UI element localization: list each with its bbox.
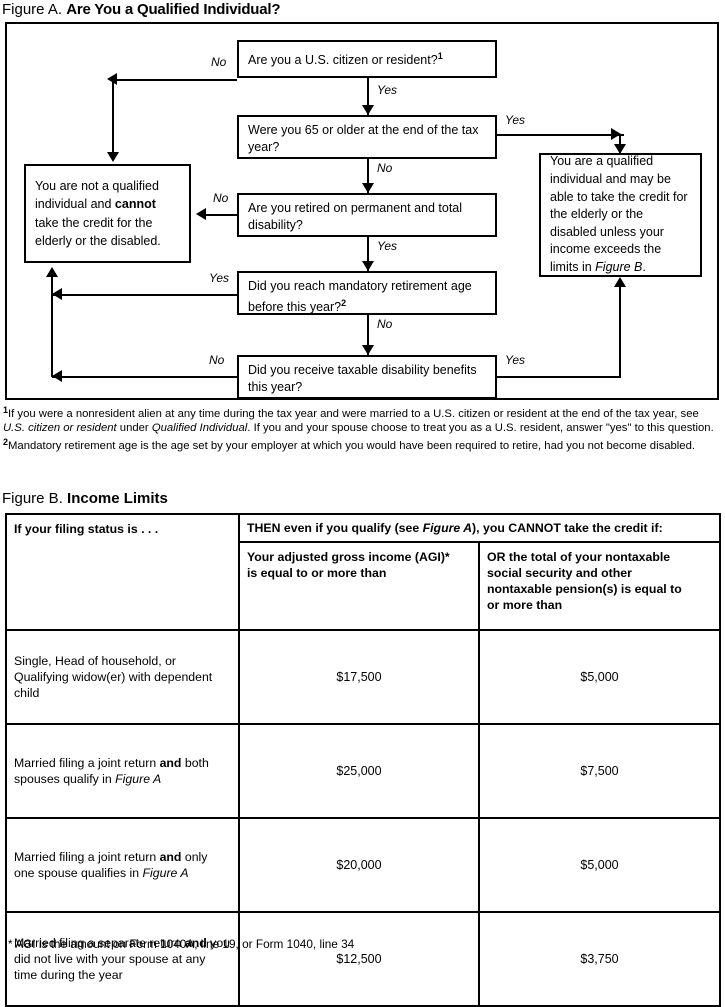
edge-label-retired-no: No [211,191,231,205]
arrowhead-benefits-yes-up [614,277,626,287]
flow-box-citizen-text: Are you a U.S. citizen or resident?1 [248,51,443,68]
table-cell-nontaxable-limit: $3,750 [477,911,722,1007]
connector-mandatory-no-vertical [367,313,369,367]
connector-benefits-no-horizontal [52,376,237,378]
arrowhead-age65-no-down [362,183,374,193]
table-header-row-columns: Your adjusted gross income (AGI)* is equ… [6,541,722,631]
flow-box-age-65-text: Were you 65 or older at the end of the t… [248,123,479,154]
flow-box-qualified-result[interactable]: You are a qualified individual and may b… [539,153,702,277]
footnote-1-marker: 1 [3,405,9,415]
flow-box-mandatory-text: Did you reach mandatory retirement age b… [248,279,472,315]
arrowhead-citizen-no-left [107,73,117,85]
connector-citizen-no-vertical [112,79,114,154]
figure-a-footnote-1: 1If you were a nonresident alien at any … [3,405,714,435]
footnote-2-marker: 2 [3,437,9,448]
edge-label-retired-yes: Yes [375,239,400,253]
table-header-row-then: If your filing status is . . . THEN even… [5,513,722,631]
figure-b-footnote: * AGI is the amount on Form 1040A, line … [8,937,355,951]
then-figure-a-reference: Figure A [422,521,473,535]
arrowhead-retired-yes-down [362,261,374,271]
connector-citizen-no-horizontal [113,79,237,81]
figure-a-footnotes: 1If you were a nonresident alien at any … [3,403,721,454]
figure-b-title: Income Limits [67,490,168,507]
arrowhead-mandatory-yes-left [52,288,62,300]
table-cell-filing-status: Married filing a joint return and only o… [5,817,240,913]
figure-a-label: Figure A. [2,1,63,18]
table-cell-nontaxable-limit: $5,000 [477,629,722,725]
flow-box-mandatory-retirement-question[interactable]: Did you reach mandatory retirement age b… [237,271,497,315]
edge-label-age65-yes: Yes [503,113,528,127]
flow-box-not-qualified-result[interactable]: You are not a qualified individual and c… [24,164,191,263]
flow-box-retired-text: Are you retired on permanent and total d… [248,201,463,232]
connector-age65-yes-horizontal [497,134,624,136]
flow-box-citizen-question[interactable]: Are you a U.S. citizen or resident?1 [237,40,497,78]
arrowhead-retired-no-left [196,208,206,220]
flow-box-qualified-text: You are a qualified individual and may b… [550,154,688,274]
table-cell-filing-status: Married filing a separate return and you… [5,911,240,1007]
income-limits-table: If your filing status is . . . THEN even… [5,513,722,1007]
connector-citizen-yes-vertical [367,78,369,125]
table-cell-agi-limit: $17,500 [238,629,480,725]
table-header-filing-status: If your filing status is . . . [5,513,240,631]
edge-label-benefits-no: No [207,353,227,367]
flow-box-age-65-question[interactable]: Were you 65 or older at the end of the t… [237,115,497,159]
table-cell-filing-status: Married filing a joint return and both s… [5,723,240,819]
table-row: Single, Head of household, or Qualifying… [5,629,722,725]
qualified-figure-b-reference: Figure B [595,259,643,274]
figure-a-flowchart-frame: No Yes Yes No No Yes Yes No No Yes Are y… [5,22,719,400]
edge-label-citizen-no: No [209,55,229,69]
connector-benefits-yes-horizontal [497,376,621,378]
figure-b-heading: Figure B. Income Limits [2,490,168,508]
figure-a-footnote-2: 2Mandatory retirement age is the age set… [3,437,696,453]
connector-age65-no-vertical [367,157,369,203]
arrowhead-citizen-yes-down [362,105,374,115]
flow-box-retired-disability-question[interactable]: Are you retired on permanent and total d… [237,193,497,237]
connector-benefits-yes-vertical [619,287,621,377]
connector-mandatory-yes-horizontal [52,294,237,296]
figure-b-label: Figure B. [2,490,63,507]
table-header-agi-column: Your adjusted gross income (AGI)* is equ… [238,541,480,631]
footnote-marker-1: 1 [437,51,443,62]
arrowhead-age65-yes-right [611,128,621,140]
arrowhead-trunk-up-into-not-qualified [46,267,58,277]
connector-retired-yes-vertical [367,235,369,281]
arrowhead-citizen-no-down [107,152,119,162]
edge-label-benefits-yes: Yes [503,353,528,367]
table-cell-agi-limit: $12,500 [238,911,480,1007]
flow-box-taxable-disability-benefits-question[interactable]: Did you receive taxable disability benef… [237,355,497,399]
table-row: Married filing a joint return and both s… [5,723,722,819]
flow-box-not-qualified-text: You are not a qualified individual and c… [35,178,161,249]
arrowhead-age65-yes-down [614,144,626,154]
arrowhead-benefits-no-left [52,370,62,382]
figure-a-heading: Figure A. Are You a Qualified Individual… [2,1,281,19]
edge-label-mandatory-no: No [375,317,395,331]
connector-left-trunk-vertical [51,276,53,377]
edge-label-citizen-yes: Yes [375,83,400,97]
table-cell-agi-limit: $25,000 [238,723,480,819]
table-cell-nontaxable-limit: $7,500 [477,723,722,819]
table-header-then-clause: THEN even if you qualify (see Figure A),… [237,513,722,543]
table-header-nontaxable-column: OR the total of your nontaxable social s… [477,541,722,631]
figure-a-title: Are You a Qualified Individual? [66,1,281,18]
table-cell-filing-status: Single, Head of household, or Qualifying… [5,629,240,725]
table-row: Married filing a separate return and you… [5,911,722,1007]
arrowhead-mandatory-no-down [362,345,374,355]
footnote-marker-2: 2 [341,298,347,308]
edge-label-age65-no: No [375,161,395,175]
edge-label-mandatory-yes: Yes [207,271,232,285]
connector-retired-no-horizontal [204,214,237,216]
not-qualified-emphasis: cannot [114,197,156,211]
flow-box-benefits-text: Did you receive taxable disability benef… [248,363,477,394]
table-cell-agi-limit: $20,000 [238,817,480,913]
table-row: Married filing a joint return and only o… [5,817,722,913]
table-cell-nontaxable-limit: $5,000 [477,817,722,913]
